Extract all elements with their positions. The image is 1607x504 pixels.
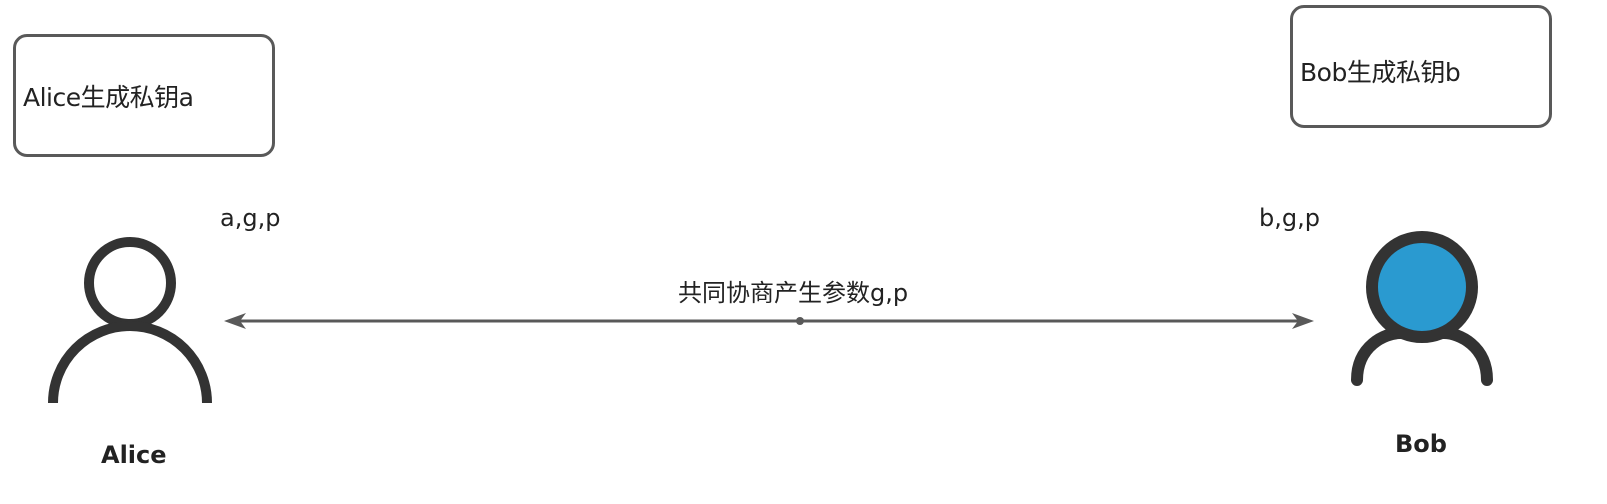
arrow-midpoint xyxy=(796,317,804,325)
arrow-head-left xyxy=(224,313,246,329)
alice-params-label: a,g,p xyxy=(220,204,281,232)
exchange-label: 共同协商产生参数g,p xyxy=(678,279,909,307)
bob-private-key-note: Bob生成私钥b xyxy=(1290,5,1552,128)
bob-params-label: b,g,p xyxy=(1259,204,1320,232)
alice-note-text: Alice生成私钥a xyxy=(23,82,194,112)
bob-name-label: Bob xyxy=(1395,430,1447,458)
exchange-arrow xyxy=(224,313,1314,329)
alice-private-key-note: Alice生成私钥a xyxy=(13,34,275,157)
alice-name-label: Alice xyxy=(101,441,167,469)
bob-note-text: Bob生成私钥b xyxy=(1300,58,1461,87)
arrow-head-right xyxy=(1292,313,1314,329)
alice-person-icon xyxy=(48,237,212,404)
bob-person-icon xyxy=(1351,231,1493,386)
